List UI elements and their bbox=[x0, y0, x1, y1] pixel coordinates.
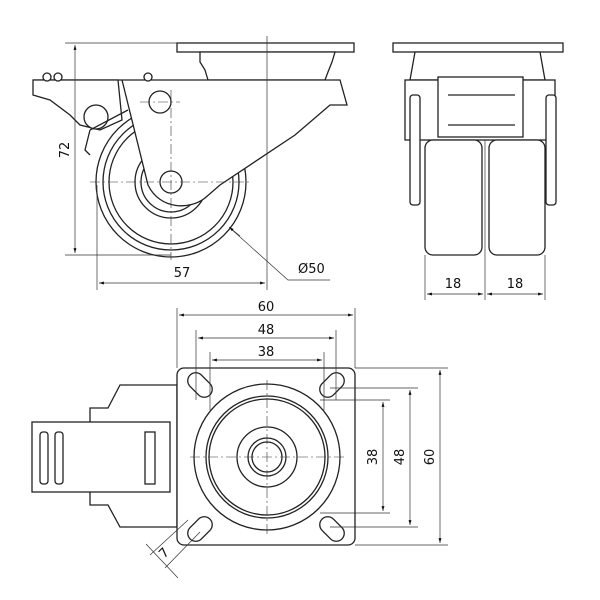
hole-spacing-inner-label: 38 bbox=[258, 345, 275, 360]
wheel-width-left-label: 18 bbox=[445, 277, 462, 292]
front-view: 18 18 bbox=[392, 42, 564, 300]
top-view: 60 48 38 60 48 38 7 bbox=[31, 300, 448, 579]
front-top-plate bbox=[392, 42, 564, 53]
front-wheel-right bbox=[488, 139, 546, 256]
hole-spacing-outer-label: 48 bbox=[258, 323, 275, 338]
wheel-width-right-label: 18 bbox=[507, 277, 524, 292]
side-view: 72 57 Ø50 bbox=[32, 36, 355, 290]
brake-lever bbox=[32, 79, 123, 131]
front-wheel-left bbox=[424, 139, 483, 256]
fork bbox=[33, 79, 348, 207]
mounting-plate bbox=[176, 367, 356, 546]
slot-width-label: 7 bbox=[156, 545, 172, 561]
wheel-diameter-label: Ø50 bbox=[298, 262, 325, 277]
plate-height-label: 60 bbox=[423, 449, 438, 466]
slot-width-dimension-line bbox=[145, 543, 179, 579]
hole-spacing-outer-vertical-label: 48 bbox=[393, 449, 408, 466]
hole-spacing-inner-vertical-label: 38 bbox=[366, 449, 381, 466]
swivel-body bbox=[199, 51, 336, 81]
brake-roller bbox=[83, 104, 109, 130]
top-plate bbox=[176, 42, 355, 53]
plate-width-label: 60 bbox=[258, 300, 275, 315]
mounting-slots bbox=[187, 372, 345, 542]
height-dimension-label: 72 bbox=[58, 142, 73, 159]
diameter-leader bbox=[229, 227, 330, 281]
offset-dimension-label: 57 bbox=[174, 266, 191, 281]
